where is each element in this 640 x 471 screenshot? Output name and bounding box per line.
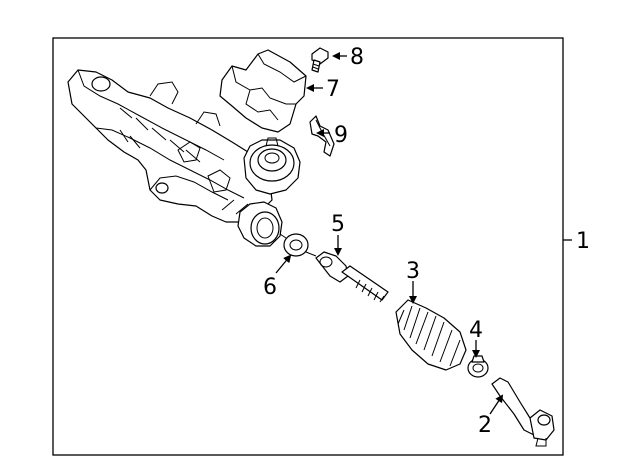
callout-8: 8 <box>350 45 364 70</box>
callout-3: 3 <box>406 259 420 284</box>
callout-2: 2 <box>478 413 492 438</box>
clip <box>309 115 335 157</box>
cover-bracket <box>219 49 307 133</box>
callout-1: 1 <box>576 229 590 254</box>
callout-5: 5 <box>331 212 345 237</box>
rack-end-boss <box>237 201 283 247</box>
steering-gear-housing <box>67 69 273 223</box>
outer-tie-rod-end <box>491 377 555 447</box>
pinion-housing <box>243 137 301 195</box>
boot-clamp <box>467 355 489 378</box>
leader-lines <box>275 52 572 415</box>
inner-tie-rod <box>315 251 389 303</box>
callout-7: 7 <box>326 77 340 102</box>
bolt <box>311 47 329 73</box>
dust-boot <box>395 299 467 371</box>
callout-6: 6 <box>263 275 277 300</box>
callout-9: 9 <box>334 123 348 148</box>
callout-4: 4 <box>469 318 483 343</box>
diagram-frame <box>52 37 564 456</box>
seal-washer <box>279 233 317 257</box>
callout-labels: 1 2 3 4 5 6 7 8 9 <box>263 45 590 438</box>
